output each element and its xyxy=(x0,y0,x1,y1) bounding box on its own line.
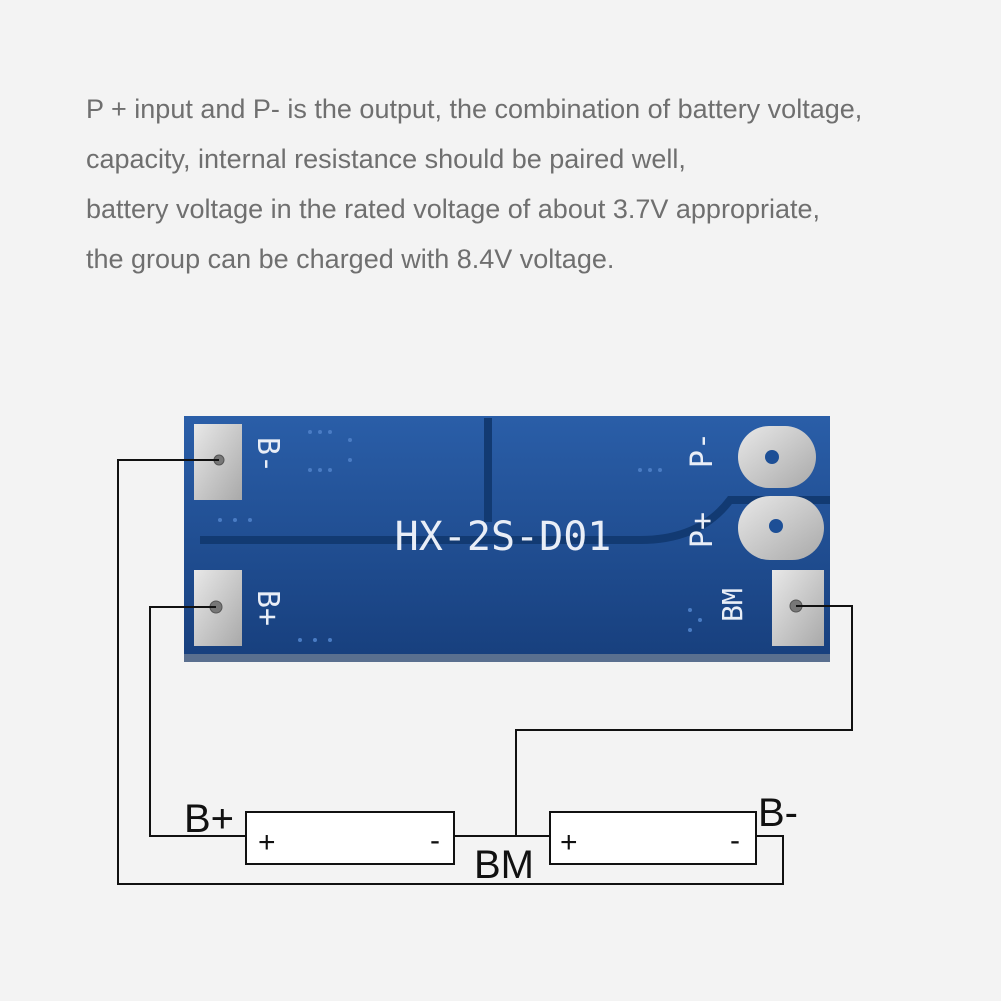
pcb-edge xyxy=(184,654,830,662)
label-b-plus: B+ xyxy=(184,797,234,841)
pcb-board: B- B+ P- P+ BM HX-2S-D01 xyxy=(184,416,830,662)
caption-line-4: the group can be charged with 8.4V volta… xyxy=(86,244,615,274)
battery-cell-2: + - xyxy=(549,811,757,865)
label-b-minus: B- xyxy=(758,791,798,835)
caption: P + input and P- is the output, the comb… xyxy=(86,84,986,284)
silk-b-minus: B- xyxy=(250,437,285,473)
silk-b-plus: B+ xyxy=(250,590,285,626)
cell-1-body xyxy=(245,811,455,865)
cell-2-plus: + xyxy=(560,826,578,859)
battery-cell-1: + - xyxy=(245,811,455,865)
cell-1-minus: - xyxy=(430,824,440,857)
pad-p-minus-hole xyxy=(765,450,779,464)
pcb-trace xyxy=(639,496,830,544)
caption-line-3: battery voltage in the rated voltage of … xyxy=(86,194,820,224)
cell-2-body xyxy=(549,811,757,865)
pcb-vias xyxy=(218,430,702,642)
wire-b-minus xyxy=(117,459,784,885)
silk-p-plus: P+ xyxy=(685,512,720,548)
label-bm: BM xyxy=(474,843,534,887)
caption-line-2: capacity, internal resistance should be … xyxy=(86,144,686,174)
wire-b-plus xyxy=(149,606,246,837)
board-model-label: HX-2S-D01 xyxy=(395,514,612,560)
caption-line-1: P + input and P- is the output, the comb… xyxy=(86,94,863,124)
silk-bm: BM xyxy=(716,588,749,622)
wires xyxy=(117,459,853,885)
cell-1-plus: + xyxy=(258,826,276,859)
cell-2-minus: - xyxy=(730,824,740,857)
wire-bm xyxy=(515,605,853,836)
silk-p-minus: P- xyxy=(685,432,720,468)
pad-p-plus-hole xyxy=(769,519,783,533)
